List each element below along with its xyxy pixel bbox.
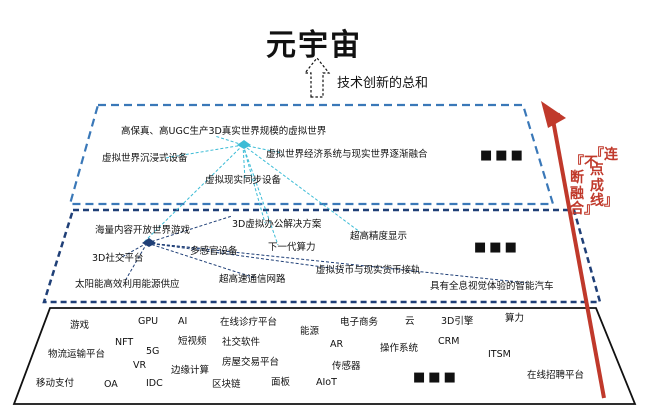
top-connections: [142, 135, 361, 246]
middle-item: 海量内容开放世界游戏: [95, 225, 191, 236]
top-node: [237, 140, 251, 149]
up-arrow-icon: [303, 57, 331, 98]
bottom-item: 物流运输平台: [48, 349, 106, 360]
top-item: 高保真、高UGC生产3D真实世界规模的虚拟世界: [121, 126, 327, 137]
bottom-item: 传感器: [332, 361, 361, 372]
middle-item: 太阳能高效利用能源供应: [75, 279, 180, 290]
bottom-item: 操作系统: [380, 343, 419, 354]
bottom-layer-shape: [12, 307, 637, 405]
middle-item: 多感官设备: [190, 246, 238, 257]
middle-item: 超高速通信网路: [219, 274, 286, 285]
bottom-item: NFT: [115, 337, 134, 348]
bottom-ellipsis: ■■■: [413, 370, 459, 385]
bottom-item: IDC: [146, 378, 163, 389]
middle-item: 下一代算力: [268, 242, 316, 253]
top-item: 虚拟现实同步设备: [205, 175, 282, 186]
bottom-item: 面板: [271, 377, 291, 388]
bottom-item: VR: [133, 360, 147, 371]
top-item: 虚拟世界沉浸式设备: [102, 153, 188, 164]
bottom-item: 移动支付: [36, 378, 75, 389]
bottom-item: AIoT: [316, 377, 337, 388]
bottom-item: 5G: [146, 346, 160, 357]
middle-item: 超高精度显示: [350, 231, 408, 242]
bottom-item: ITSM: [488, 349, 511, 360]
middle-item: 虚拟货币与现实货币接轨: [316, 265, 421, 276]
bottom-item: 算力: [505, 313, 525, 324]
side-label-merge: 『不断融合』: [570, 155, 598, 218]
bottom-item: 短视频: [178, 336, 207, 347]
bottom-item: GPU: [138, 316, 159, 327]
top-item: 虚拟世界经济系统与现实世界逐渐融合: [266, 149, 428, 160]
bottom-item: 社交软件: [222, 337, 261, 348]
middle-layer-shape: [42, 208, 602, 304]
bottom-item: 在线招聘平台: [527, 370, 585, 381]
bottom-item: 3D引擎: [441, 316, 474, 327]
top-layer-shape: [68, 103, 555, 206]
bottom-item: AR: [330, 339, 344, 350]
bottom-item: CRM: [438, 336, 460, 347]
middle-item: 具有全息视觉体验的智能汽车: [430, 281, 554, 292]
bottom-item: 边缘计算: [171, 365, 210, 376]
progress-arrow-icon: [541, 101, 606, 399]
middle-item: 3D虚拟办公解决方案: [232, 219, 322, 230]
bottom-item: OA: [104, 379, 118, 390]
page-title: 元宇宙: [266, 28, 362, 63]
bottom-item: 房屋交易平台: [222, 357, 280, 368]
bottom-item: AI: [178, 316, 188, 327]
middle-ellipsis: ■■■: [474, 240, 520, 255]
bottom-item: 区块链: [212, 379, 241, 390]
bottom-item: 游戏: [70, 320, 90, 331]
side-label-connect: 『连点成线』: [590, 147, 618, 210]
middle-node: [142, 238, 156, 247]
bottom-item: 云: [405, 316, 415, 327]
subtitle: 技术创新的总和: [337, 76, 429, 91]
bottom-item: 在线诊疗平台: [220, 317, 278, 328]
bottom-item: 电子商务: [340, 317, 379, 328]
bottom-item: 能源: [300, 326, 320, 337]
middle-connections: [121, 215, 529, 284]
middle-item: 3D社交平台: [92, 253, 144, 264]
top-ellipsis: ■■■: [480, 148, 526, 163]
